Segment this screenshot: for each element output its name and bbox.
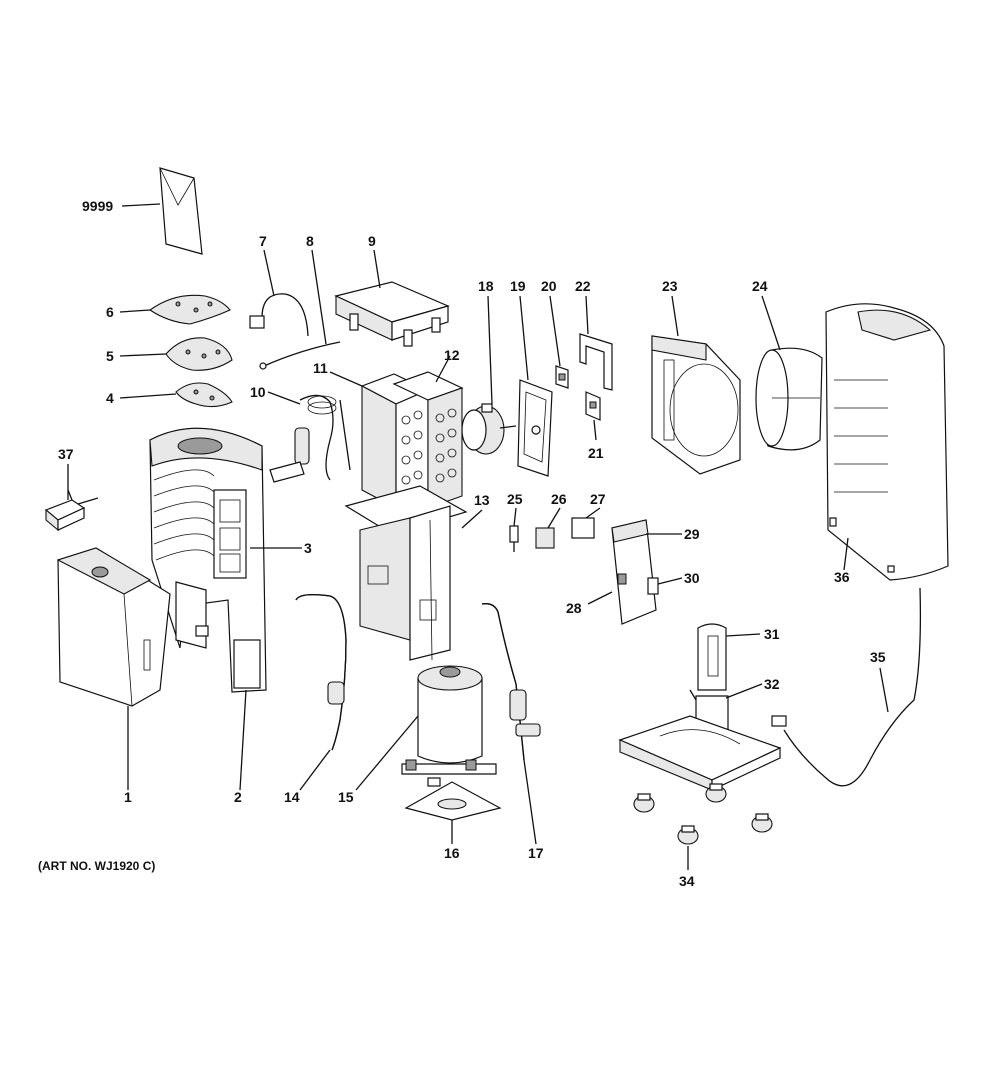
callout-14: 14 xyxy=(284,789,300,805)
callout-34: 34 xyxy=(679,873,695,889)
callout-4: 4 xyxy=(106,390,114,406)
part-22-bracket xyxy=(579,333,613,391)
part-8-sensor-wire xyxy=(259,341,341,370)
callout-15: 15 xyxy=(338,789,354,805)
part-35-power-cord xyxy=(771,587,922,787)
callout-22: 22 xyxy=(575,278,591,294)
callout-31: 31 xyxy=(764,626,780,642)
part-18-fan-motor xyxy=(461,403,517,455)
part-24-blower-wheel xyxy=(755,347,823,451)
callout-19: 19 xyxy=(510,278,526,294)
part-27-capacitor xyxy=(571,517,595,539)
callout-28: 28 xyxy=(566,600,582,616)
callout-24: 24 xyxy=(752,278,768,294)
part-16-base-plate xyxy=(404,777,502,821)
callout-16: 16 xyxy=(444,845,460,861)
callout-20: 20 xyxy=(541,278,557,294)
callout-23: 23 xyxy=(662,278,678,294)
callout-18: 18 xyxy=(478,278,494,294)
callout-8: 8 xyxy=(306,233,314,249)
callout-27: 27 xyxy=(590,491,606,507)
callout-9999: 9999 xyxy=(82,198,113,214)
callout-37: 37 xyxy=(58,446,74,462)
part-11-evaporator-coil xyxy=(360,373,430,509)
part-15-compressor xyxy=(401,665,497,775)
callout-5: 5 xyxy=(106,348,114,364)
callout-7: 7 xyxy=(259,233,267,249)
callout-32: 32 xyxy=(764,676,780,692)
base-pan xyxy=(618,715,782,791)
callout-26: 26 xyxy=(551,491,567,507)
part-17-discharge-tube xyxy=(481,603,541,761)
callout-labels: 9999 6 5 4 7 8 9 10 11 12 13 37 3 1 2 14… xyxy=(58,198,886,889)
part-7-wire-harness xyxy=(249,293,309,337)
part-23-fan-shroud xyxy=(651,335,741,475)
part-21-clip xyxy=(585,391,601,421)
leader-lines xyxy=(67,203,889,870)
part-20-clip xyxy=(555,365,569,389)
part-26-relay xyxy=(535,527,555,549)
part-34-casters xyxy=(633,783,773,845)
part-25-terminal xyxy=(509,525,519,552)
part-6-bracket xyxy=(149,294,231,325)
part-1-water-bucket xyxy=(56,547,171,707)
part-19-motor-bracket xyxy=(517,379,553,477)
part-31-pump-housing xyxy=(697,623,727,691)
part-4-bracket xyxy=(175,382,233,408)
callout-21: 21 xyxy=(588,445,604,461)
callout-25: 25 xyxy=(507,491,523,507)
callout-10: 10 xyxy=(250,384,266,400)
part-28-control-box xyxy=(611,519,657,625)
part-14-suction-tube xyxy=(295,594,347,751)
part-37-float-switch xyxy=(44,489,99,532)
callout-36: 36 xyxy=(834,569,850,585)
callout-9: 9 xyxy=(368,233,376,249)
part-9999-manual xyxy=(159,167,203,255)
part-13-chassis xyxy=(344,485,468,661)
part-3-front-grille xyxy=(149,427,267,693)
part-36-rear-cabinet xyxy=(825,303,949,581)
part-30-switch xyxy=(647,577,659,595)
part-2-rear-strip xyxy=(175,581,209,649)
callout-13: 13 xyxy=(474,492,490,508)
callout-30: 30 xyxy=(684,570,700,586)
callout-3: 3 xyxy=(304,540,312,556)
part-5-bracket xyxy=(165,337,233,371)
callout-1: 1 xyxy=(124,789,132,805)
callout-35: 35 xyxy=(870,649,886,665)
part-9-top-bracket xyxy=(334,281,450,347)
callout-29: 29 xyxy=(684,526,700,542)
part-12-condenser-coil xyxy=(392,371,464,509)
callout-17: 17 xyxy=(528,845,544,861)
callout-12: 12 xyxy=(444,347,460,363)
callout-2: 2 xyxy=(234,789,242,805)
callout-11: 11 xyxy=(313,360,328,376)
art-number-note: (ART NO. WJ1920 C) xyxy=(38,859,155,873)
part-10-capillary-tube xyxy=(269,394,351,483)
callout-6: 6 xyxy=(106,304,114,320)
